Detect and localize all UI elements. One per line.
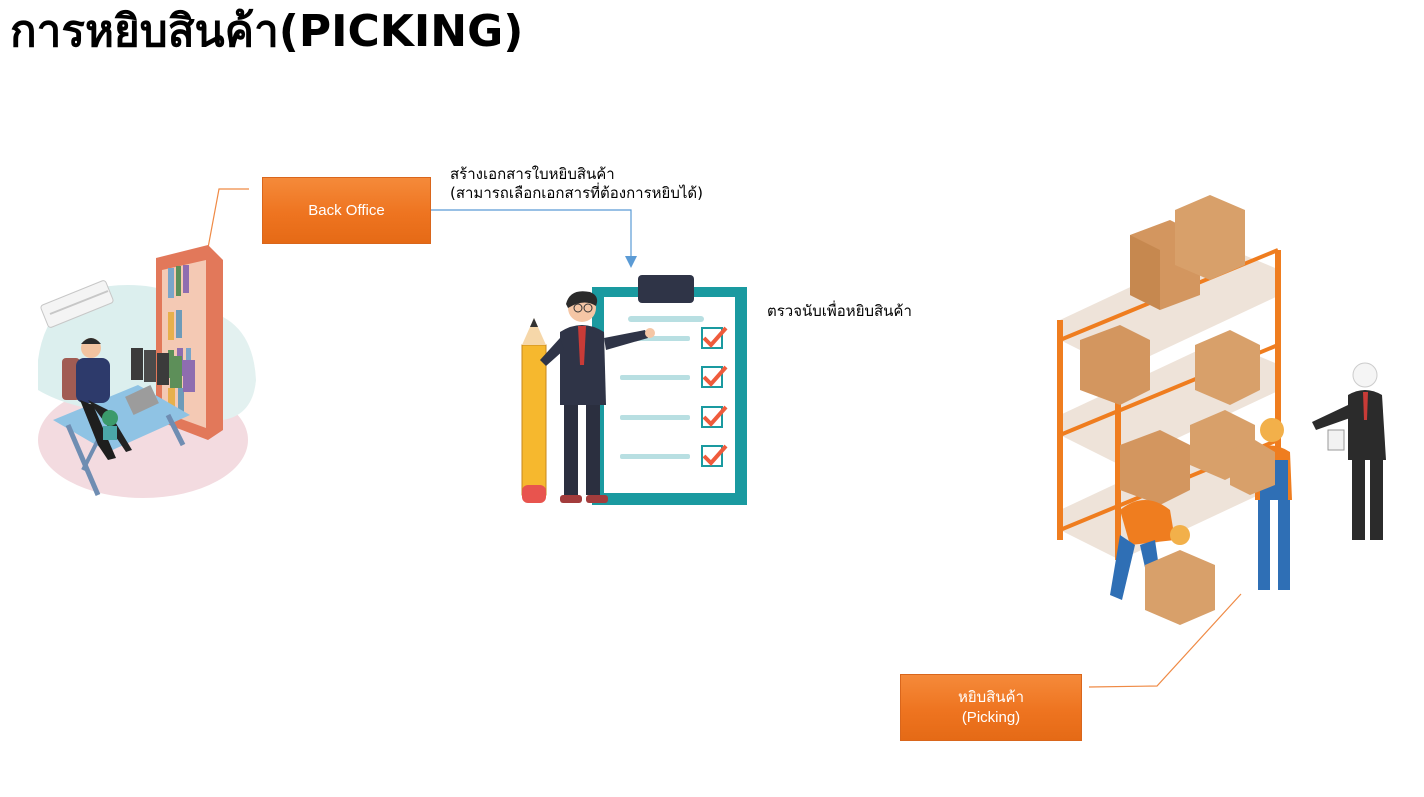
cardboard-boxes-icon [1080,195,1260,505]
picking-label-line2: (Picking) [961,708,1021,726]
office-desk-illustration [38,245,256,498]
supervisor-icon [1312,362,1386,540]
check-count-caption: ตรวจนับเพื่อหยิบสินค้า [767,302,912,320]
air-conditioner-icon [40,280,114,328]
businessman-icon [540,291,655,503]
desk-icon [53,385,190,496]
clipboard-icon [592,275,747,505]
warehouse-worker-carrying-icon [1230,418,1292,590]
office-worker-icon [62,338,132,460]
warehouse-worker-bending-icon [1110,500,1215,625]
picking-label-line1: หยิบสินค้า [957,688,1025,706]
page-title: การหยิบสินค้า(PICKING) [10,6,524,57]
create-doc-line1: สร้างเอกสารใบหยิบสินค้า [450,165,615,183]
warehouse-picking-illustration [1057,195,1386,625]
picking-callout-line [1088,593,1242,688]
pencil-icon [521,318,547,503]
back-office-label: Back Office [308,201,385,219]
create-doc-caption: สร้างเอกสารใบหยิบสินค้า (สามารถเลือกเอกส… [450,165,703,203]
binders-icon [131,348,195,392]
back-office-box: Back Office [262,177,431,244]
create-doc-line2: (สามารถเลือกเอกสารที่ต้องการหยิบได้) [450,184,704,202]
back-office-callout-line [204,188,249,265]
create-doc-arrow [431,209,637,268]
checklist-clipboard-illustration [521,275,747,505]
picking-box: หยิบสินค้า (Picking) [900,674,1082,741]
